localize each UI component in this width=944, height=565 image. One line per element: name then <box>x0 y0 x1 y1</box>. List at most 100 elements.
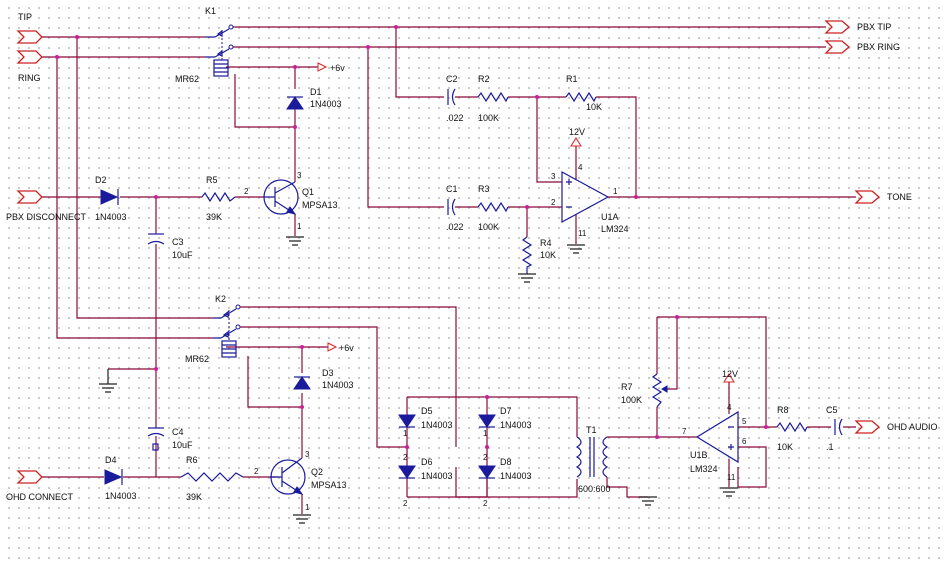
port-tip <box>16 30 43 44</box>
port-pbx-ring <box>824 40 850 54</box>
label-plus6v-bottom: +6v <box>339 343 354 353</box>
ref-c5: C5 <box>826 405 838 415</box>
ref-c1: C1 <box>446 184 458 194</box>
ref-r4: R4 <box>540 238 552 248</box>
port-ring <box>16 50 43 64</box>
ref-c2: C2 <box>446 74 458 84</box>
relay-k2 <box>213 304 241 342</box>
value-d7: 1N4003 <box>500 420 532 430</box>
value-r1: 10K <box>586 102 602 112</box>
transistor-q1 <box>263 179 299 215</box>
ref-t1: T1 <box>586 425 597 435</box>
port-pbx-disconnect <box>16 190 43 204</box>
label-pbx-ring: PBX RING <box>857 42 900 52</box>
label-12v-u1a: 12V <box>569 127 585 137</box>
power-flag-12v-u1a <box>570 137 582 147</box>
potentiometer-r7 <box>651 373 668 408</box>
pin-d6-2: 2 <box>403 499 408 508</box>
opamp-u1b <box>695 410 739 464</box>
value-u1a: LM324 <box>601 224 629 234</box>
opamp-u1a <box>561 170 610 224</box>
label-tip: TIP <box>18 12 32 22</box>
label-pbx-disconnect: PBX DISCONNECT <box>6 212 87 222</box>
value-r3: 100K <box>478 222 499 232</box>
wires <box>40 26 856 514</box>
value-d3: 1N4003 <box>322 380 354 390</box>
capacitor-c3 <box>147 233 165 245</box>
diode-d7 <box>478 414 496 428</box>
pin-d8-2: 2 <box>483 499 488 508</box>
relay-k1 <box>205 24 234 60</box>
label-tone: TONE <box>887 192 912 202</box>
diode-d3 <box>293 376 311 390</box>
pin-u1a-1: 1 <box>613 187 618 196</box>
value-mr62-top: MR62 <box>175 74 199 84</box>
ref-c4: C4 <box>172 427 184 437</box>
port-tone <box>854 190 880 204</box>
value-d6: 1N4003 <box>421 471 453 481</box>
ref-d7: D7 <box>500 406 512 416</box>
pin-d5-1: 1 <box>403 429 408 438</box>
value-d4: 1N4003 <box>105 491 137 501</box>
pin-q1-emitter: 1 <box>297 222 302 231</box>
pin-d5-2: 2 <box>403 453 408 462</box>
pin-q2-collector: 3 <box>305 450 310 459</box>
value-r7: 100K <box>621 395 642 405</box>
diode-d2 <box>100 189 119 205</box>
resistor-r6 <box>180 472 244 482</box>
value-r8: 10K <box>777 442 793 452</box>
ref-d2: D2 <box>95 175 107 185</box>
ref-r5: R5 <box>206 175 218 185</box>
pin-u1b-7: 7 <box>682 427 687 436</box>
pin-u1b-11: 11 <box>727 473 736 482</box>
power-flag-6v-top <box>317 62 328 72</box>
capacitor-c1 <box>447 198 456 216</box>
value-q2: MPSA13 <box>311 480 347 490</box>
port-pbx-tip <box>824 20 850 34</box>
value-r5: 39K <box>206 212 222 222</box>
diode-d8 <box>478 465 496 479</box>
value-r2: 100K <box>478 113 499 123</box>
ref-k2: K2 <box>215 294 226 304</box>
resistor-r1 <box>565 91 597 103</box>
ref-r6: R6 <box>186 455 198 465</box>
label-ohd-audio: OHD AUDIO <box>887 422 938 432</box>
value-c2: .022 <box>446 113 464 123</box>
ref-d6: D6 <box>421 457 433 467</box>
diode-d5 <box>398 414 416 428</box>
ref-q2: Q2 <box>311 467 323 477</box>
pin-u1a-3: 3 <box>551 172 556 181</box>
pin-u1b-4: 4 <box>727 403 732 412</box>
ref-u1b: U1B <box>690 450 708 460</box>
value-q1: MPSA13 <box>302 200 338 210</box>
labels: TIP RING PBX DISCONNECT OHD CONNECT PBX … <box>6 6 938 502</box>
value-r6: 39K <box>186 492 202 502</box>
resistor-r5 <box>201 191 236 203</box>
ref-q1: Q1 <box>302 187 314 197</box>
value-c3: 10uF <box>172 250 193 260</box>
pin-q2-emitter: 1 <box>305 503 310 512</box>
value-d2: 1N4003 <box>95 212 127 222</box>
diode-d1 <box>286 96 304 110</box>
pin-q1-collector: 3 <box>297 171 302 180</box>
pin-numbers: 2 3 1 2 3 1 3 2 1 4 11 7 5 6 4 11 1 2 2 … <box>244 163 747 512</box>
pin-d7-1: 1 <box>483 429 488 438</box>
pin-u1b-6: 6 <box>742 437 747 446</box>
pin-u1a-2: 2 <box>551 198 556 207</box>
ref-d3: D3 <box>322 368 334 378</box>
value-d8: 1N4003 <box>500 471 532 481</box>
ref-d4: D4 <box>105 455 117 465</box>
resistor-r3 <box>477 201 509 213</box>
value-d1: 1N4003 <box>310 99 342 109</box>
value-mr62-bottom: MR62 <box>185 354 209 364</box>
ref-d5: D5 <box>421 406 433 416</box>
value-u1b: LM324 <box>690 464 718 474</box>
ref-d8: D8 <box>500 457 512 467</box>
ref-r2: R2 <box>478 74 490 84</box>
capacitor-c4 <box>147 427 165 451</box>
value-c1: .022 <box>446 222 464 232</box>
port-ohd-audio <box>854 420 880 434</box>
transformer-t1 <box>575 436 609 478</box>
